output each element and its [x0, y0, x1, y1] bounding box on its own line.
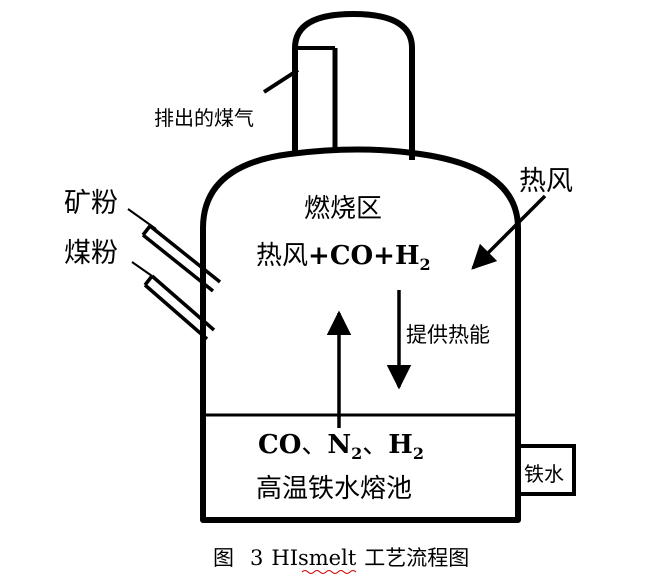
caption-process: HIsmelt — [271, 546, 356, 570]
exhaust-gas-label: 排出的煤气 — [154, 106, 254, 130]
coal-powder-label: 煤粉 — [64, 238, 118, 269]
zone-gas-plus-1: + — [308, 241, 330, 271]
caption-spellcheck-underline — [301, 570, 357, 574]
pool-gas-sep-2: 、 — [362, 430, 388, 460]
coal-powder-lance — [143, 274, 216, 341]
hot-air-arrow — [471, 194, 547, 270]
exhaust-duct — [292, 11, 415, 160]
pool-gas-co: CO — [258, 430, 301, 460]
pool-gas-n: N — [327, 430, 351, 460]
exhaust-gas-pointer — [262, 68, 300, 94]
pool-gas-h: H — [388, 430, 413, 460]
zone-gases-label: 热风+CO+H2 — [256, 241, 431, 274]
zone-gas-hot-air: 热风 — [256, 241, 308, 271]
zone-gas-co: CO — [330, 241, 373, 271]
zone-gas-plus-2: + — [373, 241, 395, 271]
ore-powder-lance — [141, 224, 222, 293]
pool-gases-label: CO、N2、H2 — [258, 430, 424, 463]
hot-air-inlet-label: 热风 — [519, 166, 573, 197]
iron-outlet-box — [518, 444, 576, 496]
pool-gas-n-subscript: 2 — [351, 444, 362, 463]
coal-powder-pointer — [131, 261, 153, 277]
caption-number: 3 — [250, 546, 263, 570]
zone-gas-h-subscript: 2 — [420, 255, 431, 274]
caption-prefix: 图 — [213, 546, 234, 570]
ore-powder-pointer — [127, 208, 157, 230]
pool-gas-sep-1: 、 — [301, 430, 327, 460]
zone-gas-h: H — [395, 241, 420, 271]
caption-suffix: 工艺流程图 — [364, 546, 469, 570]
combustion-zone-label: 燃烧区 — [304, 194, 382, 224]
molten-iron-outlet-label: 铁水 — [524, 462, 564, 486]
molten-iron-bath-label: 高温铁水熔池 — [256, 474, 412, 504]
pool-gas-h-subscript: 2 — [413, 444, 424, 463]
smelting-vessel — [200, 146, 521, 523]
ore-powder-label: 矿粉 — [64, 188, 118, 219]
provide-heat-label: 提供热能 — [406, 323, 490, 347]
